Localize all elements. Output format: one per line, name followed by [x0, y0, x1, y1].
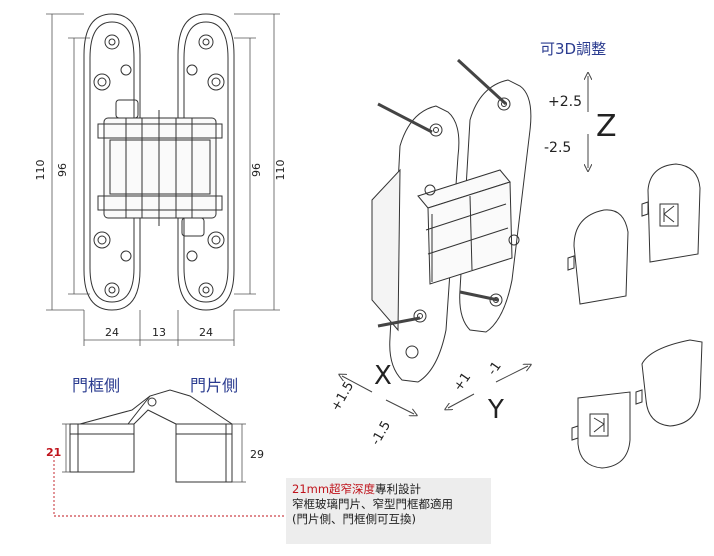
screws [377, 58, 508, 328]
adjustable-3d-label: 可3D調整 [540, 40, 606, 58]
note-line-1: 21mm超窄深度專利設計 [292, 482, 485, 497]
side-view [69, 389, 233, 483]
y-minus-label: -1 [485, 359, 505, 378]
screw-holes [93, 34, 225, 298]
isometric-hinge [371, 58, 532, 383]
front-view [83, 13, 235, 311]
dim-24-left: 24 [105, 326, 119, 339]
note-line-3: (門片側、門框側可互換) [292, 512, 416, 526]
dim-110-left: 110 [34, 160, 47, 181]
cover-caps [567, 163, 703, 469]
dim-110-right: 110 [274, 160, 287, 181]
depth-29-label: 29 [250, 448, 264, 461]
note-line-1-rest: 專利設計 [375, 482, 422, 496]
dimension-lines [46, 13, 280, 346]
y-plus-label: +1 [451, 370, 474, 394]
cap-top-right [641, 163, 701, 263]
feature-note: 21mm超窄深度專利設計 窄框玻璃門片、窄型門框都適用 (門片側、門框側可互換) [286, 478, 491, 544]
cap-bottom-left [571, 391, 631, 469]
dim-24-right: 24 [199, 326, 213, 339]
dim-13-middle: 13 [152, 326, 166, 339]
axis-arrows [342, 76, 588, 414]
depth-21-label: 21 [46, 446, 61, 459]
z-axis-label: Z [596, 109, 617, 144]
door-side-label: 門片側 [190, 376, 239, 395]
z-plus-label: +2.5 [548, 94, 582, 110]
cap-top-left [567, 209, 629, 305]
y-axis-label: Y [487, 395, 504, 425]
x-minus-label: -1.5 [368, 419, 394, 448]
x-plus-label: +1.5 [328, 379, 357, 414]
cap-bottom-right [635, 339, 703, 427]
note-highlight: 21mm超窄深度 [292, 482, 376, 496]
dim-96-left: 96 [56, 163, 69, 177]
z-minus-label: -2.5 [544, 140, 571, 156]
note-line-2: 窄框玻璃門片、窄型門框都適用 [292, 497, 453, 511]
x-axis-label: X [374, 361, 392, 391]
frame-side-label: 門框側 [72, 376, 121, 395]
hinge-mechanism [97, 99, 223, 237]
dim-96-right: 96 [250, 163, 263, 177]
red-leader-line [53, 456, 286, 517]
side-dimension-lines [62, 423, 246, 483]
